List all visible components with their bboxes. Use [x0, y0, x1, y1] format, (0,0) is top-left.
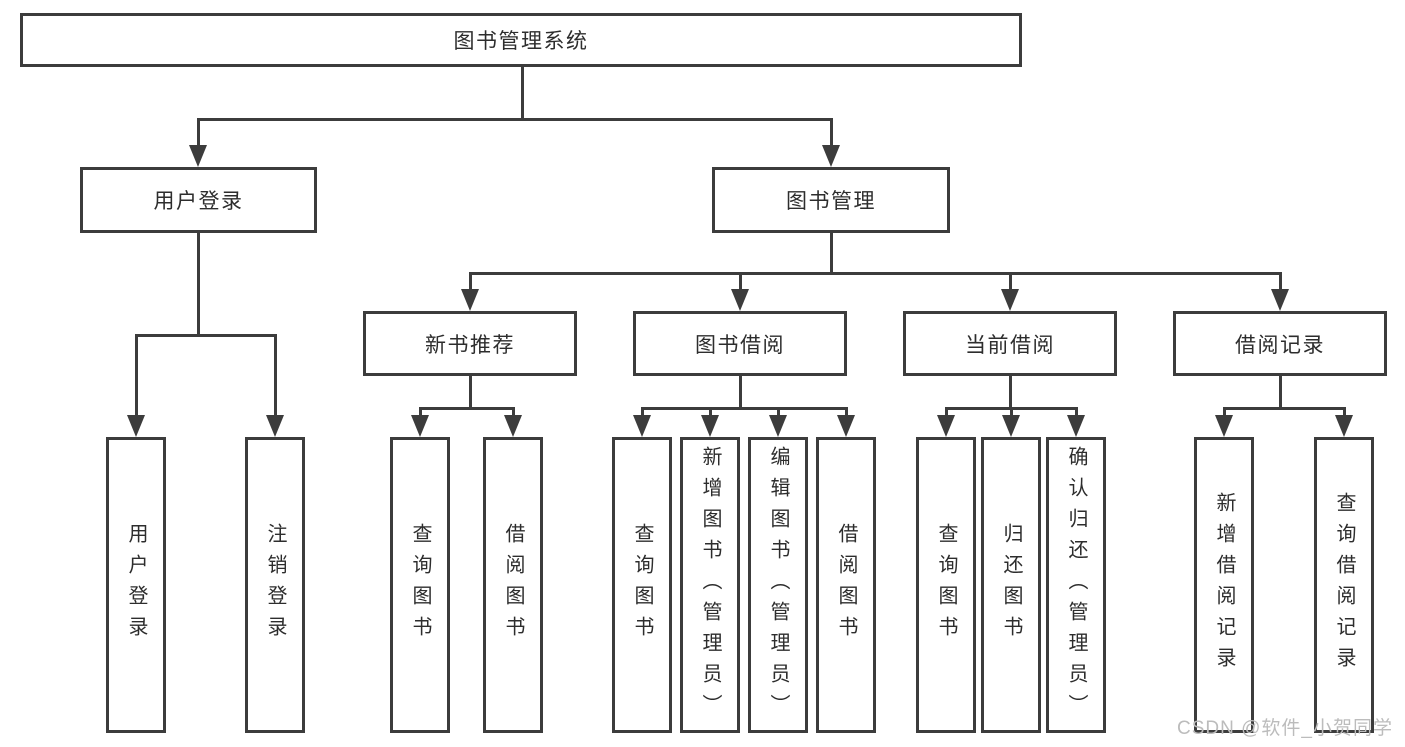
node-label: 用户登录 [125, 523, 147, 647]
arrowhead-down-icon [189, 145, 207, 167]
arrow-stem [944, 408, 948, 419]
node-cb-query-book: 查询图书 [916, 437, 976, 733]
node-label: 注销登录 [264, 523, 286, 647]
arrowhead-down-icon [266, 415, 284, 437]
watermark: CSDN @软件_小贺同学 [1177, 718, 1393, 739]
node-label: 借阅图书 [502, 523, 524, 647]
arrowhead-down-icon [701, 415, 719, 437]
node-bb-borrow-book: 借阅图书 [816, 437, 876, 733]
arrow-stem [776, 408, 780, 419]
arrow-stem [418, 408, 422, 419]
arrowhead-down-icon [504, 415, 522, 437]
connector-line-horizontal [196, 117, 833, 121]
node-label: 当前借阅 [965, 333, 1055, 357]
arrowhead-down-icon [822, 145, 840, 167]
connector-line-horizontal [134, 333, 277, 337]
node-borrow-history: 借阅记录 [1173, 311, 1387, 376]
connector-line-horizontal [1222, 406, 1346, 410]
arrowhead-down-icon [633, 415, 651, 437]
arrowhead-down-icon [461, 289, 479, 311]
arrow-stem [468, 273, 472, 293]
node-label: 借阅图书 [835, 523, 857, 647]
node-label: 查询借阅记录 [1333, 492, 1355, 678]
node-bb-edit-book: 编辑图书（管理员） [748, 437, 808, 733]
arrow-stem [1342, 408, 1346, 419]
node-label: 确认归还（管理员） [1065, 445, 1087, 725]
node-label: 图书管理 [786, 190, 876, 213]
connector-line-vertical [1008, 376, 1012, 408]
arrow-stem [134, 335, 138, 419]
node-bb-query-book: 查询图书 [612, 437, 672, 733]
arrowhead-down-icon [731, 289, 749, 311]
connector-line-horizontal [640, 406, 848, 410]
connector-line-horizontal [468, 271, 1282, 275]
node-new-book-rec: 新书推荐 [363, 311, 577, 376]
node-book-borrow: 图书借阅 [633, 311, 847, 376]
arrowhead-down-icon [837, 415, 855, 437]
connector-line-vertical [468, 376, 472, 408]
arrow-stem [640, 408, 644, 419]
node-label: 新书推荐 [425, 333, 515, 357]
arrow-stem [273, 335, 277, 419]
arrow-stem [196, 119, 200, 149]
node-book-mgmt: 图书管理 [712, 167, 950, 233]
arrowhead-down-icon [1335, 415, 1353, 437]
node-label: 用户登录 [153, 190, 244, 213]
arrowhead-down-icon [1002, 415, 1020, 437]
node-bb-add-book: 新增图书（管理员） [680, 437, 740, 733]
node-nb-query-book: 查询图书 [390, 437, 450, 733]
node-current-borrow: 当前借阅 [903, 311, 1117, 376]
node-label: 借阅记录 [1235, 333, 1325, 357]
node-cb-return-book: 归还图书 [981, 437, 1041, 733]
arrowhead-down-icon [1067, 415, 1085, 437]
connector-line-vertical [738, 376, 742, 408]
node-ul-logout: 注销登录 [245, 437, 305, 733]
node-label: 查询图书 [935, 523, 957, 647]
arrowhead-down-icon [411, 415, 429, 437]
arrow-stem [1008, 273, 1012, 293]
node-label: 编辑图书（管理员） [767, 445, 789, 725]
node-label: 图书借阅 [695, 333, 785, 357]
arrow-stem [708, 408, 712, 419]
arrow-stem [1222, 408, 1226, 419]
node-nb-borrow-book: 借阅图书 [483, 437, 543, 733]
connector-line-vertical [1278, 376, 1282, 408]
arrow-stem [738, 273, 742, 293]
arrowhead-down-icon [1215, 415, 1233, 437]
arrowhead-down-icon [1271, 289, 1289, 311]
arrow-stem [1278, 273, 1282, 293]
arrowhead-down-icon [1001, 289, 1019, 311]
arrow-stem [1009, 408, 1013, 419]
arrowhead-down-icon [937, 415, 955, 437]
node-root: 图书管理系统 [20, 13, 1022, 67]
arrow-stem [829, 119, 833, 149]
node-label: 图书管理系统 [453, 30, 589, 53]
node-ul-user-login: 用户登录 [106, 437, 166, 733]
connector-line-vertical [520, 67, 524, 119]
arrowhead-down-icon [769, 415, 787, 437]
node-cb-confirm-return: 确认归还（管理员） [1046, 437, 1106, 733]
node-label: 新增借阅记录 [1213, 492, 1235, 678]
arrow-stem [1074, 408, 1078, 419]
arrow-stem [844, 408, 848, 419]
connector-line-horizontal [418, 406, 515, 410]
connector-line-vertical [196, 233, 200, 335]
arrow-stem [511, 408, 515, 419]
node-bh-add-record: 新增借阅记录 [1194, 437, 1254, 733]
node-label: 新增图书（管理员） [699, 445, 721, 725]
node-bh-query-record: 查询借阅记录 [1314, 437, 1374, 733]
node-label: 归还图书 [1000, 523, 1022, 647]
connector-line-vertical [829, 233, 833, 273]
node-label: 查询图书 [631, 523, 653, 647]
node-user-login: 用户登录 [80, 167, 317, 233]
node-label: 查询图书 [409, 523, 431, 647]
arrowhead-down-icon [127, 415, 145, 437]
